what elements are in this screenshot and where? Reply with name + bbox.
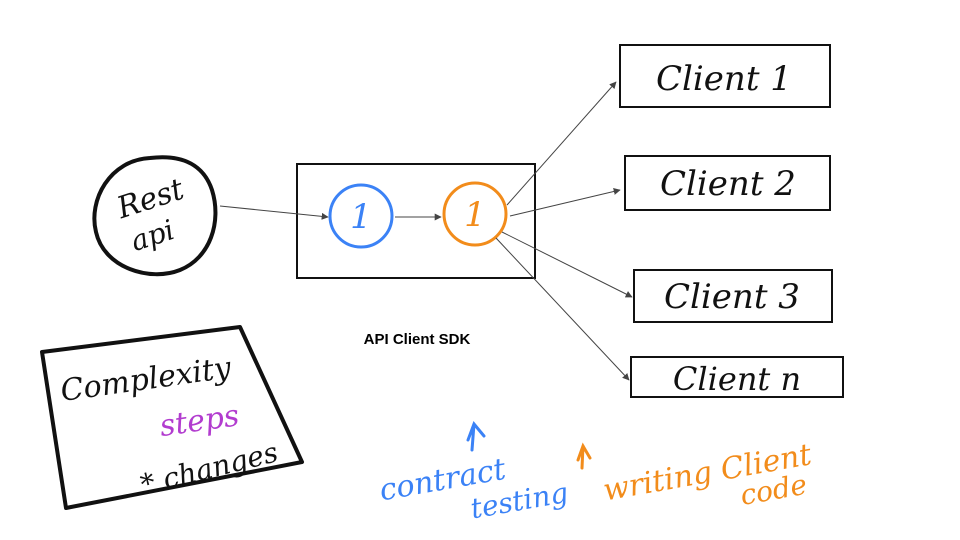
- complexity-steps: steps: [158, 398, 242, 444]
- sdk-box: API Client SDK: [296, 163, 536, 348]
- client-label-n: Client n: [673, 360, 801, 398]
- arrow-to-client-n: [495, 237, 630, 381]
- client-label-3: Client 3: [664, 277, 800, 317]
- rest-api-node: Rest api: [92, 155, 218, 277]
- arrow-to-client-2: [509, 188, 621, 217]
- client-box-3: Client 3: [633, 269, 833, 323]
- complexity-note: Complexity steps * changes: [40, 325, 304, 510]
- client-label-2: Client 2: [660, 164, 796, 204]
- sdk-node-orange-label: 1: [464, 195, 486, 235]
- arrow-to-client-3: [501, 231, 633, 298]
- client-box-1: Client 1: [619, 44, 831, 108]
- sdk-node-blue: 1: [328, 183, 394, 249]
- arrow-to-client-1: [506, 81, 617, 206]
- client-label-1: Client 1: [656, 59, 792, 99]
- contract-testing-annotation: contract testing: [377, 421, 571, 525]
- sdk-node-blue-label: 1: [350, 197, 372, 237]
- sdk-label: API Client SDK: [364, 331, 471, 348]
- writing-client-code-annotation: writing Client code: [576, 437, 815, 512]
- client-box-n: Client n: [630, 356, 844, 398]
- client-box-2: Client 2: [624, 155, 831, 211]
- complexity-title: Complexity: [58, 350, 234, 409]
- sdk-node-orange: 1: [442, 181, 508, 247]
- arrow-rest-to-sdk: [219, 205, 329, 220]
- complexity-changes: * changes: [137, 435, 281, 501]
